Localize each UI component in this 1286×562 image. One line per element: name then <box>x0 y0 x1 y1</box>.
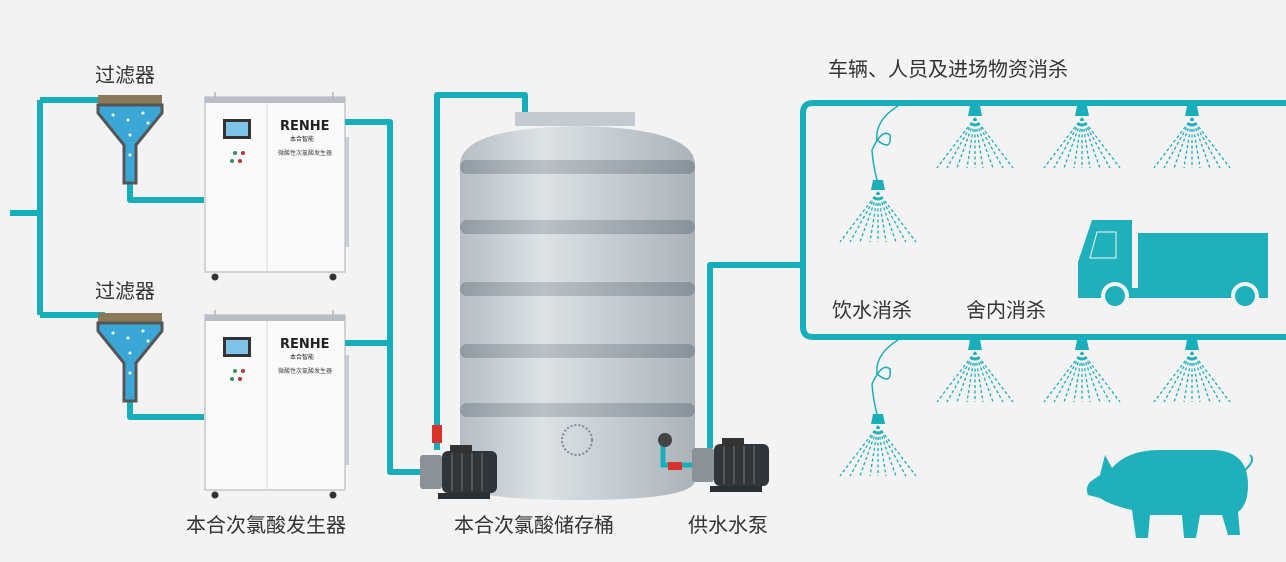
filter-icon <box>96 311 164 403</box>
svg-text:微酸性次氯酸发生器: 微酸性次氯酸发生器 <box>278 149 332 157</box>
filter-label: 过滤器 <box>95 63 155 87</box>
vehicle-disinfection-label: 车辆、人员及进场物资消杀 <box>828 57 1068 81</box>
inlet-pipe <box>10 97 205 420</box>
svg-text:本合智能: 本合智能 <box>290 353 314 361</box>
pig-icon <box>1086 450 1254 538</box>
pump-outlet-pipe <box>707 262 803 448</box>
svg-text:本合智能: 本合智能 <box>290 135 314 143</box>
water-pump-icon <box>691 437 770 493</box>
truck-icon <box>1078 220 1268 310</box>
barn-disinfection-label: 舍内消杀 <box>966 298 1046 322</box>
generator-outlet-pipe <box>345 119 425 475</box>
generator-label: 本合次氯酸发生器 <box>186 513 346 537</box>
svg-text:RENHE: RENHE <box>280 119 330 134</box>
svg-text:微酸性次氯酸发生器: 微酸性次氯酸发生器 <box>278 367 332 375</box>
svg-text:RENHE: RENHE <box>280 337 330 352</box>
brand-logo: RENHE 本合智能 微酸性次氯酸发生器 RENHE 本合智能 微酸性次氯酸发生… <box>278 119 332 375</box>
water-pump-icon <box>419 444 498 500</box>
pump-label: 供水水泵 <box>688 513 768 537</box>
sprinkler-icon <box>839 105 1231 477</box>
tank-label: 本合次氯酸储存桶 <box>454 513 614 537</box>
filter-label: 过滤器 <box>95 279 155 303</box>
filter-icon <box>96 93 164 185</box>
drinking-water-label: 饮水消杀 <box>832 298 912 322</box>
storage-tank-icon <box>460 112 695 500</box>
tank-inlet-pipe <box>434 92 528 450</box>
distribution-pipe <box>800 100 1286 340</box>
